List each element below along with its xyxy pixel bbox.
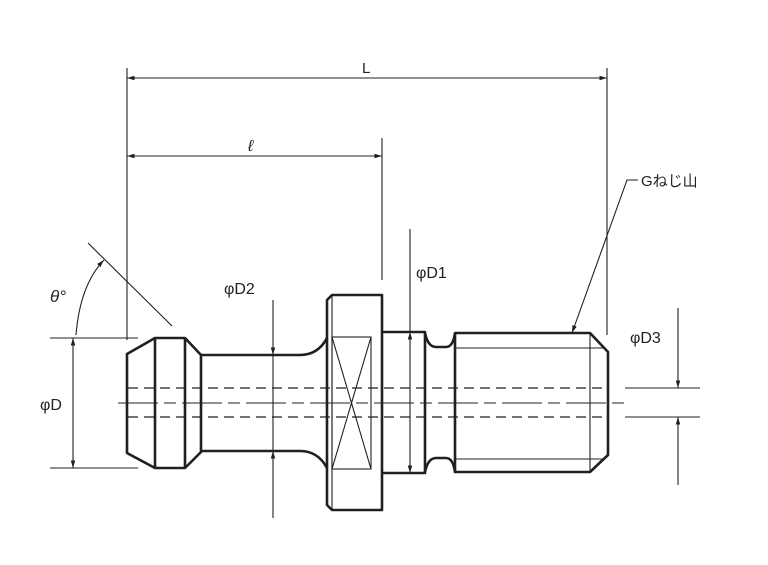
dimension-D: φD <box>40 337 138 469</box>
thread-leader: Gねじ山 <box>571 173 698 334</box>
thread-section <box>453 331 610 474</box>
label-D: φD <box>40 397 62 414</box>
dimension-D1: φD1 <box>407 229 447 473</box>
dimension-L: L <box>126 60 608 340</box>
neck <box>201 337 329 469</box>
label-D3: φD3 <box>630 330 661 347</box>
dimension-l: ℓ <box>126 138 383 280</box>
dimension-angle: θ° <box>50 242 173 336</box>
flange <box>325 293 384 512</box>
dimension-D3: φD3 <box>625 308 700 485</box>
label-D2: φD2 <box>224 281 255 298</box>
label-D1: φD1 <box>416 265 447 282</box>
centerlines <box>118 387 625 418</box>
label-angle: θ° <box>50 287 66 306</box>
dimension-D2: φD2 <box>224 281 276 518</box>
label-L: L <box>362 60 370 77</box>
label-l: ℓ <box>247 138 254 155</box>
collar <box>382 330 457 475</box>
label-thread: Gねじ山 <box>641 173 698 190</box>
retention-knob <box>125 336 203 470</box>
